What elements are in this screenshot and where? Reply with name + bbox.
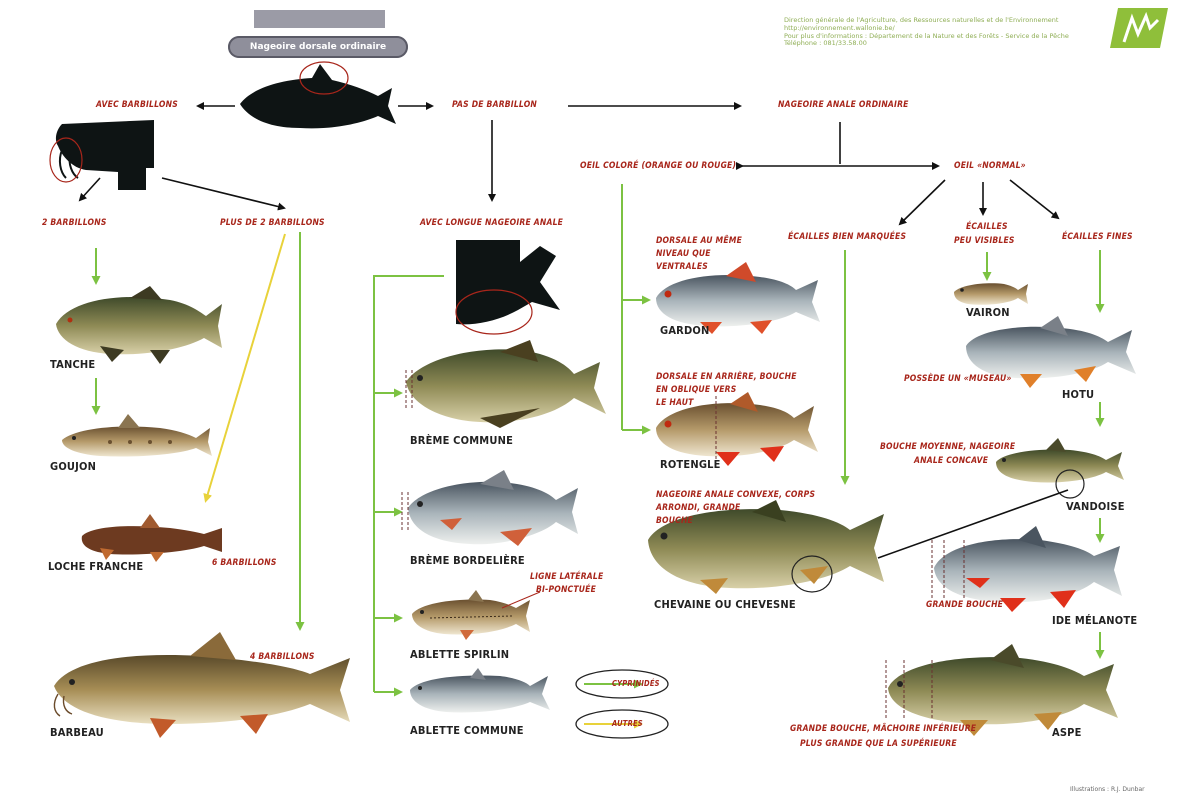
fish-aspe	[888, 644, 1118, 736]
species-tanche: Tanche	[50, 358, 95, 371]
label-bouche-moyenne-1: Bouche moyenne, nageoire	[880, 442, 1015, 452]
species-breme-commune: Brème commune	[410, 434, 513, 447]
label-grande-bouche-aspe-1: Grande bouche, mâchoire inférieure	[790, 724, 976, 734]
species-chevaine: Chevaine ou Chevesne	[654, 598, 796, 611]
label-plus-de-2-barbillons: Plus de 2 barbillons	[220, 218, 325, 228]
label-nageoire-anale-ordinaire: Nageoire anale ordinaire	[778, 100, 909, 110]
fish-breme-commune	[406, 340, 606, 428]
green-arrows	[96, 184, 1100, 692]
label-dorsale-meme-niveau-1: Dorsale au même	[656, 236, 742, 246]
legend-cyprinides: Cyprinidés	[612, 679, 660, 688]
label-ecailles-peu-visibles-1: Écailles	[966, 222, 1008, 232]
label-bouche-moyenne-2: anale concave	[914, 456, 988, 466]
fish-chevaine	[648, 500, 884, 594]
fish-ablette-spirlin	[412, 590, 530, 640]
label-6-barbillons: 6 barbillons	[212, 558, 277, 568]
label-dorsale-meme-niveau-2: niveau que	[656, 249, 711, 259]
label-ecailles-bien-marquees: Écailles bien marquées	[788, 232, 906, 242]
label-ecailles-fines: Écailles fines	[1062, 232, 1133, 242]
species-loche-franche: Loche franche	[48, 560, 143, 573]
species-breme-bordeliere: Brème bordelière	[410, 554, 525, 567]
label-ligne-laterale-2: bi-ponctuée	[536, 585, 596, 595]
species-ablette-spirlin: Ablette spirlin	[410, 648, 509, 661]
label-anale-convexe-2: arrondi, grande	[656, 503, 740, 513]
label-anale-convexe-1: Nageoire anale convexe, corps	[656, 490, 815, 500]
species-ide-melanote: Ide mélanote	[1052, 614, 1137, 627]
silhouette-dorsal-fish	[240, 64, 396, 128]
species-vandoise: Vandoise	[1066, 500, 1125, 513]
fish-loche	[82, 514, 222, 562]
label-4-barbillons: 4 barbillons	[250, 652, 315, 662]
label-grande-bouche: Grande bouche	[926, 600, 1003, 610]
label-dorsale-arriere-3: le haut	[656, 398, 694, 408]
label-longue-anale: Avec longue nageoire anale	[420, 218, 563, 228]
label-ecailles-peu-visibles-2: peu visibles	[954, 236, 1015, 246]
fish-vairon	[954, 283, 1028, 304]
species-rotengle: Rotengle	[660, 458, 721, 471]
label-grande-bouche-aspe-2: plus grande que la supérieure	[800, 739, 957, 749]
species-gardon: Gardon	[660, 324, 710, 337]
fish-barbeau	[54, 632, 350, 738]
label-avec-barbillons: Avec barbillons	[96, 100, 178, 110]
label-oeil-colore: Oeil coloré (orange ou rouge)	[580, 161, 736, 171]
label-museau: Possède un «museau»	[904, 374, 1012, 384]
fish-breme-bordeliere	[408, 470, 578, 546]
fish-tanche	[56, 286, 222, 364]
logo	[1110, 8, 1168, 48]
legend-autres: Autres	[612, 719, 643, 728]
label-ligne-laterale-1: Ligne latérale	[530, 572, 603, 582]
label-anale-convexe-3: bouche	[656, 516, 693, 526]
label-dorsale-meme-niveau-3: ventrales	[656, 262, 708, 272]
silhouette-anal-fin	[456, 240, 560, 324]
species-ablette-commune: Ablette commune	[410, 724, 524, 737]
label-dorsale-arriere-1: Dorsale en arrière, bouche	[656, 372, 797, 382]
label-dorsale-arriere-2: en oblique vers	[656, 385, 736, 395]
species-aspe: Aspe	[1052, 726, 1082, 739]
label-2-barbillons: 2 barbillons	[42, 218, 107, 228]
species-goujon: Goujon	[50, 460, 96, 473]
label-pas-de-barbillon: Pas de barbillon	[452, 100, 537, 110]
silhouette-barbel-head	[56, 120, 154, 190]
fish-ablette-commune	[410, 668, 550, 713]
fish-goujon	[62, 414, 212, 457]
species-barbeau: Barbeau	[50, 726, 104, 739]
species-vairon: Vairon	[966, 306, 1010, 319]
species-hotu: Hotu	[1062, 388, 1094, 401]
label-oeil-normal: Oeil «normal»	[954, 161, 1026, 171]
